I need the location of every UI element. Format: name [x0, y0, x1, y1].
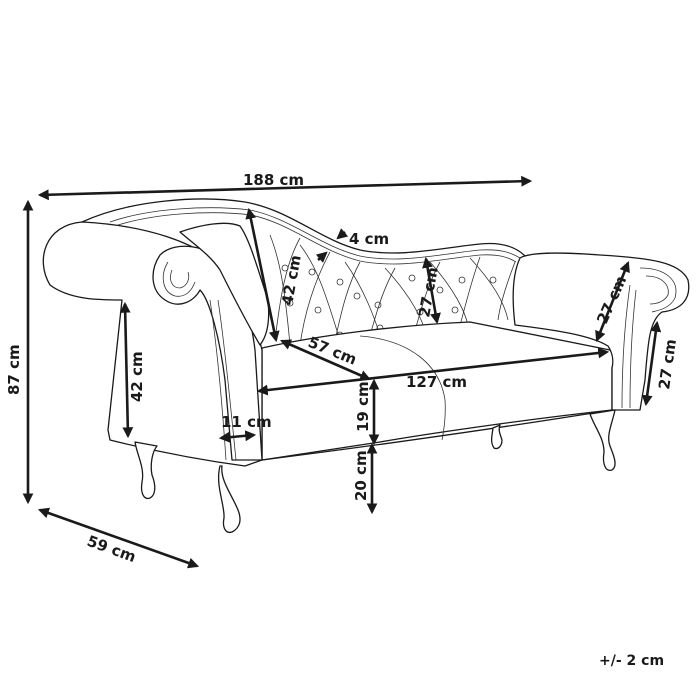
dimension-lines [22, 175, 662, 569]
tolerance-note: +/- 2 cm [599, 653, 665, 669]
leg-back-left [134, 441, 158, 500]
label-seat-width: 127 cm [406, 373, 467, 391]
label-total-width: 188 cm [243, 171, 304, 189]
leg-front-right [589, 409, 616, 471]
dim-4-arrow-inner [315, 251, 328, 263]
label-arm-height: 42 cm [128, 351, 146, 402]
backrest-frame-inner [109, 207, 521, 260]
dim-4-arrow-outer [336, 228, 349, 240]
label-right-arm-height: 27 cm [655, 338, 680, 391]
label-seat-cushion-height: 19 cm [354, 381, 372, 432]
leg-back-right [490, 424, 503, 450]
label-arm-width: 11 cm [221, 413, 272, 431]
dim-188-arrow [37, 175, 533, 201]
dim-59-arrow [37, 507, 200, 569]
seat-base-line [261, 409, 613, 461]
leg-front-left [218, 465, 241, 534]
label-total-height: 87 cm [5, 344, 23, 395]
backrest-frame-inner-2 [111, 212, 517, 265]
label-leg-height: 20 cm [352, 450, 370, 501]
dim-27-arm-side-arrow [641, 320, 662, 407]
dim-27-back-arrow [422, 256, 441, 325]
label-backrest-frame: 4 cm [349, 230, 389, 248]
dim-11-arrow [218, 430, 257, 443]
dim-127-arrow [256, 347, 610, 396]
dim-42-back-arrow [245, 207, 280, 343]
label-total-depth: 59 cm [85, 532, 139, 566]
dim-27-arm-top-arrow [595, 260, 630, 343]
dim-42-arm-arrow [119, 301, 134, 439]
label-backrest-height: 42 cm [278, 254, 305, 307]
